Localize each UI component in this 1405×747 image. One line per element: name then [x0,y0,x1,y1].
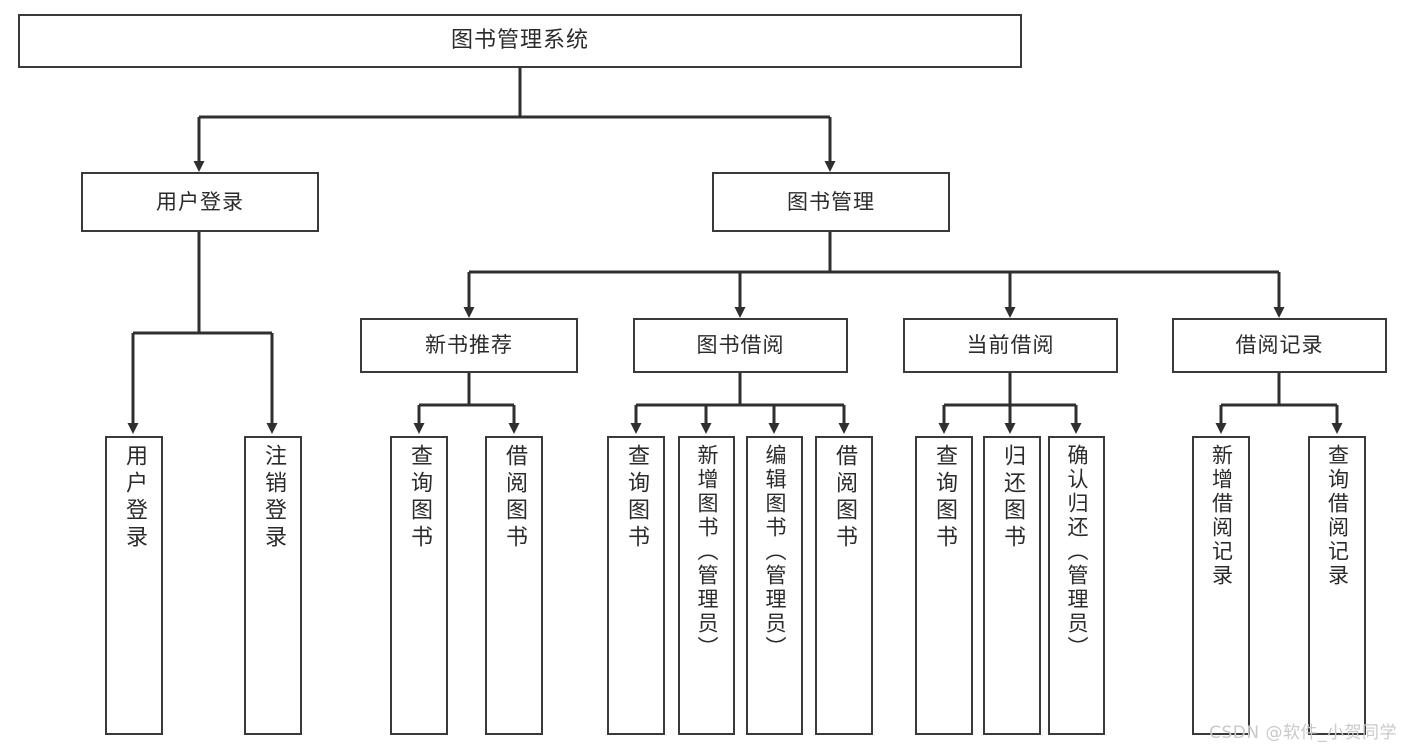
leaf-user-login-logout[interactable]: 注销登录 [244,436,302,735]
node-current-borrow[interactable]: 当前借阅 [903,318,1118,373]
node-label: 借阅图书 [832,444,857,552]
node-new-book-recommend[interactable]: 新书推荐 [360,318,578,373]
node-label: 新增借阅记录 [1209,444,1234,588]
node-label: 借阅记录 [1235,333,1324,358]
node-label: 用户登录 [156,189,244,214]
node-label: 注销登录 [261,444,286,552]
leaf-current-confirm-return-admin[interactable]: 确认归还（管理员） [1048,436,1105,735]
node-label: 确认归还（管理员） [1065,444,1089,660]
leaf-recommend-query-book[interactable]: 查询图书 [390,436,448,735]
leaf-recommend-borrow-book[interactable]: 借阅图书 [485,436,543,735]
node-borrow-record[interactable]: 借阅记录 [1172,318,1387,373]
node-label: 查询图书 [932,444,957,552]
node-label: 当前借阅 [966,333,1055,358]
leaf-current-query-book[interactable]: 查询图书 [915,436,973,735]
leaf-record-query-record[interactable]: 查询借阅记录 [1308,436,1366,735]
leaf-borrow-add-book-admin[interactable]: 新增图书（管理员） [678,436,735,735]
node-label: 图书管理系统 [450,28,589,54]
node-book-borrow[interactable]: 图书借阅 [633,318,848,373]
node-label: 图书借阅 [696,333,785,358]
node-label: 新增图书（管理员） [695,444,719,660]
leaf-current-return-book[interactable]: 归还图书 [983,436,1041,735]
node-label: 编辑图书（管理员） [763,444,787,660]
leaf-borrow-borrow-book[interactable]: 借阅图书 [815,436,873,735]
node-label: 查询图书 [407,444,432,552]
node-label: 查询图书 [624,444,649,552]
node-label: 借阅图书 [502,444,527,552]
node-book-management[interactable]: 图书管理 [712,172,950,232]
node-root-system[interactable]: 图书管理系统 [18,14,1022,68]
leaf-record-add-record[interactable]: 新增借阅记录 [1192,436,1250,735]
leaf-borrow-query-book[interactable]: 查询图书 [607,436,665,735]
leaf-borrow-edit-book-admin[interactable]: 编辑图书（管理员） [746,436,803,735]
node-label: 用户登录 [122,444,147,552]
node-label: 查询借阅记录 [1325,444,1350,588]
csdn-watermark: CSDN @软件_小贺同学 [1209,723,1397,743]
node-label: 新书推荐 [425,333,513,358]
node-label: 图书管理 [787,189,875,214]
node-user-login[interactable]: 用户登录 [81,172,319,232]
node-label: 归还图书 [1000,444,1025,552]
leaf-user-login-login[interactable]: 用户登录 [105,436,163,735]
